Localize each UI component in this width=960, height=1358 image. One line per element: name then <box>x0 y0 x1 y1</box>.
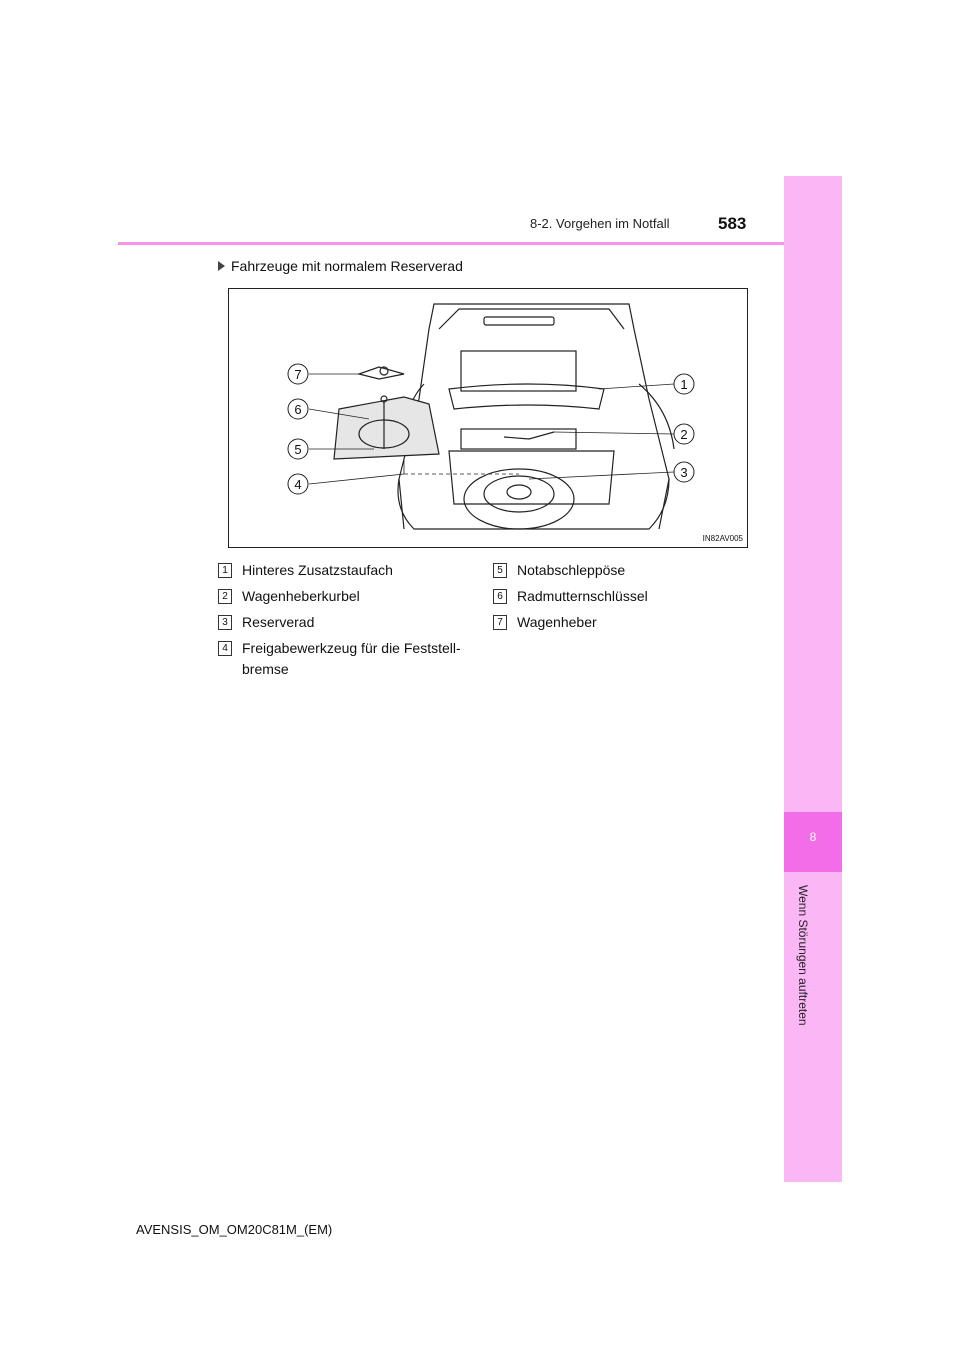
callout-3: 3 <box>680 465 687 480</box>
legend-number-5: 5 <box>493 563 507 578</box>
chapter-number: 8 <box>809 830 817 844</box>
legend-number-6: 6 <box>493 589 507 604</box>
legend-text-7: Wagenheber <box>517 614 597 630</box>
chapter-title: Wenn Störungen auftreten <box>796 885 810 1026</box>
trunk-illustration: 7 6 5 4 1 2 3 IN82AV005 <box>228 288 748 548</box>
callout-2: 2 <box>680 427 687 442</box>
legend-number-2: 2 <box>218 589 232 604</box>
legend-text-4: Freigabewerkzeug für die Feststell- <box>242 640 461 656</box>
legend-text-6: Radmutternschlüssel <box>517 588 648 604</box>
legend-text-3: Reserverad <box>242 614 315 630</box>
subheading-text: Fahrzeuge mit normalem Reserverad <box>231 258 463 274</box>
chapter-tab <box>784 812 842 872</box>
callout-1: 1 <box>680 377 687 392</box>
header-rule <box>118 242 784 245</box>
legend-number-3: 3 <box>218 615 232 630</box>
callout-4: 4 <box>294 477 301 492</box>
callout-5: 5 <box>294 442 301 457</box>
section-title: 8-2. Vorgehen im Notfall <box>530 216 670 231</box>
chapter-sidebar <box>784 176 842 1182</box>
legend-number-4: 4 <box>218 641 232 656</box>
legend-text-2: Wagenheberkurbel <box>242 588 360 604</box>
car-trunk-drawing: 7 6 5 4 1 2 3 <box>287 303 695 530</box>
document-footer: AVENSIS_OM_OM20C81M_(EM) <box>136 1222 333 1237</box>
legend-text-1: Hinteres Zusatzstaufach <box>242 562 393 578</box>
figure-code: IN82AV005 <box>702 534 743 543</box>
subheading: Fahrzeuge mit normalem Reserverad <box>218 258 463 274</box>
legend-number-1: 1 <box>218 563 232 578</box>
callout-6: 6 <box>294 402 301 417</box>
legend-number-7: 7 <box>493 615 507 630</box>
legend-text-5: Notabschleppöse <box>517 562 626 578</box>
callout-7: 7 <box>294 367 301 382</box>
page-number: 583 <box>718 214 747 233</box>
legend-text-4-cont: bremse <box>242 661 289 677</box>
triangle-bullet-icon <box>218 261 225 271</box>
